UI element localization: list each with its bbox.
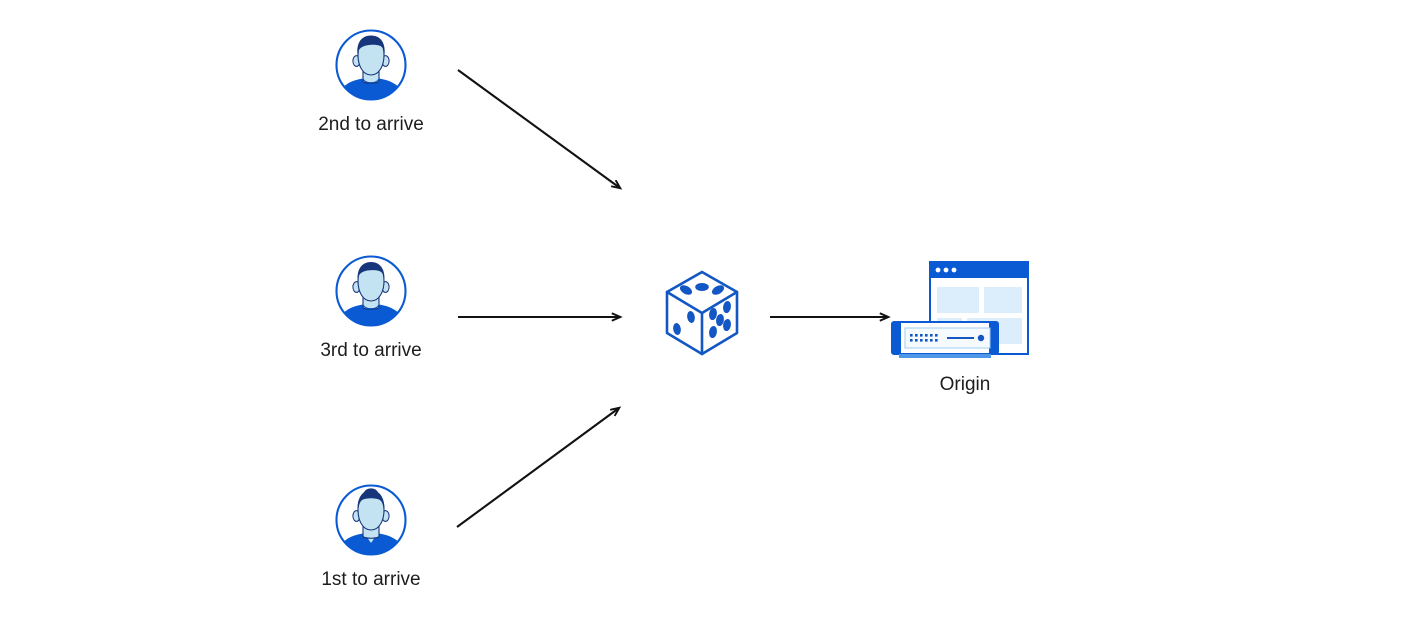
node-client-3rd: 3rd to arrive: [291, 252, 451, 361]
server-appliance-icon: [891, 321, 999, 358]
arrow-1st-to-dice: [456, 408, 619, 528]
node-label-origin: Origin: [939, 374, 991, 395]
user-avatar-female-icon: [335, 484, 407, 556]
origin-server-icon: [891, 261, 1029, 358]
node-label-client-2nd: 2nd to arrive: [318, 114, 424, 135]
node-client-1st: 1st to arrive: [291, 481, 451, 590]
node-randomizer: [661, 268, 743, 364]
user-avatar-icon: [335, 255, 407, 327]
node-label-client-1st: 1st to arrive: [321, 569, 421, 590]
arrow-2nd-to-dice: [457, 69, 620, 188]
user-avatar-icon: [335, 29, 407, 101]
node-origin: Origin: [875, 256, 1055, 395]
node-client-2nd: 2nd to arrive: [291, 26, 451, 135]
node-label-client-3rd: 3rd to arrive: [320, 340, 422, 361]
dice-icon: [665, 270, 739, 356]
